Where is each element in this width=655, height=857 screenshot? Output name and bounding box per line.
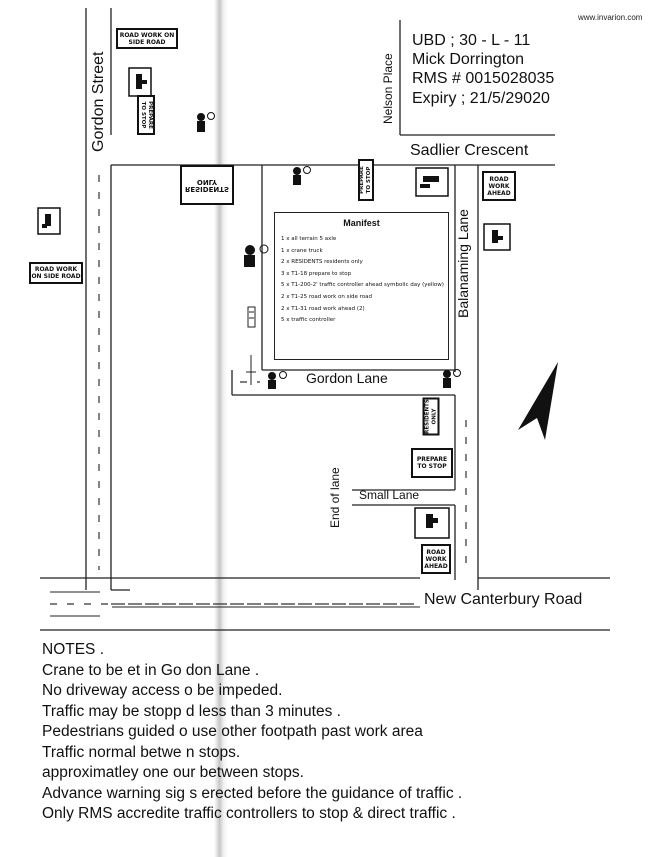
- note-line: approximatley one our between stops.: [42, 764, 304, 781]
- note-line: Pedestrians guided o use other footpath …: [42, 723, 423, 740]
- manifest-item: 3 x T1-18 prepare to stop: [281, 270, 352, 277]
- street-label-sadlier-crescent: Sadlier Crescent: [410, 142, 529, 159]
- manifest-title: Manifest: [343, 218, 380, 228]
- street-label-new-canterbury-road: New Canterbury Road: [424, 591, 583, 608]
- manifest-item: 2 x T1-25 road work on side road: [281, 293, 372, 300]
- author-name: Mick Dorrington: [412, 51, 525, 68]
- sign-prepare-to-stop-small-lane: PREPARE TO STOP: [411, 448, 453, 478]
- manifest-item: 5 x traffic controller: [281, 317, 336, 324]
- sign-residents-only-lane: RESIDENTS ONLY: [422, 397, 440, 436]
- manifest-item: 1 x crane truck: [281, 247, 323, 254]
- note-line: Traffic may be stopp d less than 3 minut…: [42, 702, 341, 720]
- manifest-item: 5 x T1-200-2' traffic controller ahead s…: [281, 282, 444, 289]
- sign-residents-only-mirrored: RESIDENTS ONLY: [180, 165, 234, 205]
- rms-number: RMS # 0015028035: [412, 70, 555, 87]
- sign-road-work-ahead-top: ROAD WORK AHEAD: [482, 171, 516, 201]
- scan-fold-shadow: [214, 0, 228, 857]
- street-label-end-of-lane: End of lane: [328, 467, 342, 528]
- sign-text-line-2: ON SIDE ROAD: [31, 273, 81, 280]
- crane-icon: [246, 306, 256, 385]
- sign-road-work-on-side-road: ROAD WORK ON SIDE ROAD: [116, 28, 178, 49]
- note-line: Crane to be et in Go don Lane .: [42, 661, 260, 679]
- note-line: No driveway access o be impeded.: [42, 682, 283, 699]
- manifest-item: 2 x RESIDENTS residents only: [281, 259, 363, 266]
- street-label-gordon-lane: Gordon Lane: [306, 370, 388, 386]
- street-label-gordon-street: Gordon Street: [90, 51, 107, 153]
- traffic-controller-icon: [197, 112, 461, 389]
- sign-prepare-to-stop-sadlier: PREPARE TO STOP: [358, 159, 374, 201]
- north-arrow-icon: [518, 362, 558, 440]
- sign-road-work-on-side-road-left: ROAD WORK ON SIDE ROAD: [29, 262, 83, 284]
- stop-slow-bat-icon: [42, 74, 503, 528]
- note-line: Traffic normal betwe n stops.: [42, 743, 241, 761]
- manifest-item: 1 x all terrain 5 axle: [281, 236, 337, 242]
- manifest-item: 2 x T1-31 road work ahead (2): [281, 305, 365, 312]
- street-label-balanaming-lane: Balanaming Lane: [455, 209, 471, 318]
- expiry-date: Expiry ; 21/5/29020: [412, 90, 550, 107]
- note-line: Only RMS accredite traffic controllers t…: [42, 805, 456, 822]
- website-url: www.invarion.com: [578, 13, 643, 22]
- sign-text-line-1: ROAD WORK: [34, 266, 78, 273]
- street-label-nelson-place: Nelson Place: [381, 53, 395, 124]
- notes-section: NOTES . Crane to be et in Go don Lane . …: [42, 640, 462, 825]
- ubd-reference: UBD ; 30 - L - 11: [412, 32, 531, 49]
- sign-prepare-to-stop-gordon: PREPARE TO STOP: [137, 95, 155, 135]
- note-line: Advance warning sig s erected before the…: [42, 784, 463, 802]
- sign-road-work-ahead-bottom: ROAD WORK AHEAD: [421, 544, 451, 574]
- manifest-box: Manifest 1 x all terrain 5 axle 1 x cran…: [274, 212, 449, 360]
- notes-title: NOTES .: [42, 641, 105, 658]
- street-label-small-lane: Small Lane: [359, 488, 420, 502]
